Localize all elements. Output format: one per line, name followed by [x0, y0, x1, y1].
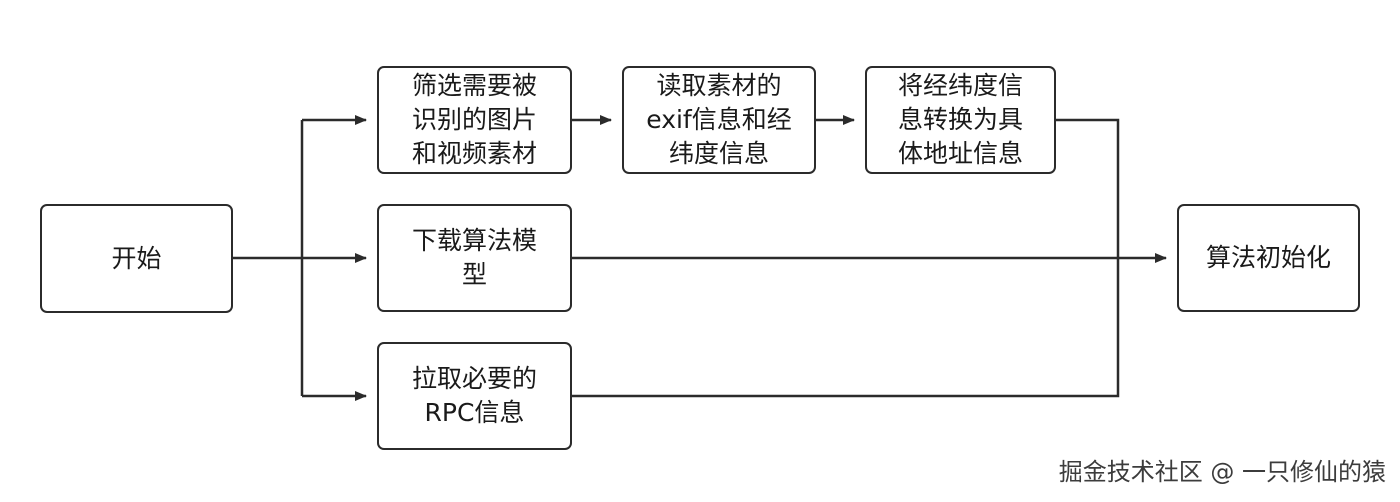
- node-read-exif: 读取素材的 exif信息和经 纬度信息: [622, 66, 816, 174]
- node-download-model: 下载算法模 型: [377, 204, 572, 312]
- node-start: 开始: [40, 204, 233, 313]
- watermark: 掘金技术社区 @ 一只修仙的猿: [1058, 458, 1386, 486]
- node-algorithm-init: 算法初始化: [1177, 204, 1360, 312]
- node-filter-media: 筛选需要被 识别的图片 和视频素材: [377, 66, 572, 174]
- edge-rpc-to-merge: [572, 258, 1120, 398]
- node-geocode-address: 将经纬度信 息转换为具 体地址信息: [865, 66, 1056, 174]
- node-fetch-rpc: 拉取必要的 RPC信息: [377, 342, 572, 450]
- edge-geocode-to-merge: [1056, 118, 1120, 258]
